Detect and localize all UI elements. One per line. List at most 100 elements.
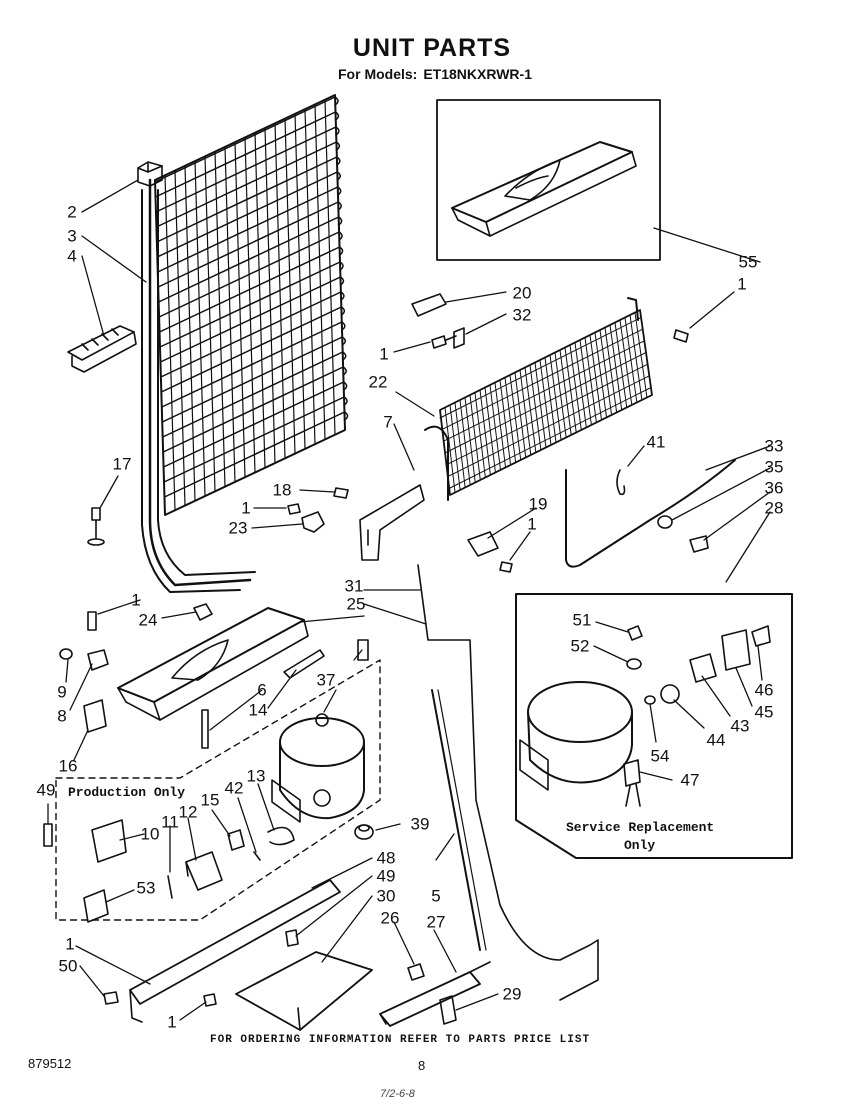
- label-part-9: 9: [57, 682, 67, 702]
- plug-part-9: [59, 648, 73, 660]
- label-part-39: 39: [410, 814, 430, 834]
- label-part-7: 7: [383, 412, 393, 432]
- label-part-20: 20: [512, 283, 532, 303]
- tube-part-6: [201, 709, 209, 749]
- terminal-part-15: [227, 829, 245, 851]
- clip-part-32: [453, 327, 465, 349]
- label-part-2: 2: [67, 202, 77, 222]
- label-part-46: 46: [754, 680, 774, 700]
- label-part-41: 41: [646, 432, 666, 452]
- label-part-53: 53: [136, 878, 156, 898]
- label-part-1-screw-d: 1: [527, 514, 537, 534]
- label-part-22: 22: [368, 372, 388, 392]
- bracket-part-4: [67, 325, 137, 373]
- label-part-47: 47: [680, 770, 700, 790]
- clip-part-41: [616, 469, 626, 496]
- label-part-32: 32: [512, 305, 532, 325]
- screw-part-49: [285, 929, 299, 947]
- relay-cover-part-16: [83, 699, 107, 733]
- model-number: ET18NKXRWR-1: [423, 66, 532, 82]
- overload-part-44: [660, 684, 680, 704]
- condenser-coil: [141, 94, 349, 593]
- label-part-36: 36: [764, 478, 784, 498]
- tube-part-5: [431, 689, 487, 951]
- plug-part-26: [407, 963, 425, 981]
- base-plate-part-30: [235, 951, 373, 1031]
- label-part-49-left: 49: [36, 780, 56, 800]
- screw-part-39-top: [357, 639, 369, 661]
- clip-part-8: [87, 649, 109, 671]
- label-part-3: 3: [67, 226, 77, 246]
- label-part-26: 26: [380, 908, 400, 928]
- label-part-43: 43: [730, 716, 750, 736]
- models-prefix: For Models:: [338, 66, 418, 82]
- label-part-15: 15: [200, 790, 220, 810]
- label-part-45: 45: [754, 702, 774, 722]
- cover-part-13: [267, 826, 295, 846]
- label-part-1-screw-b: 1: [737, 274, 747, 294]
- label-part-42: 42: [224, 778, 244, 798]
- label-part-55: 55: [738, 252, 758, 272]
- nut-part-24: [193, 603, 213, 621]
- clip-part-23: [301, 511, 325, 533]
- label-part-25: 25: [346, 594, 366, 614]
- label-part-1-screw-e: 1: [131, 590, 141, 610]
- label-part-11: 11: [161, 812, 179, 832]
- label-part-17: 17: [112, 454, 132, 474]
- inset-box: [436, 99, 661, 261]
- capacitor-part-47: [623, 759, 641, 807]
- screw-part-17: [87, 507, 105, 546]
- drain-tray-part-55: [451, 141, 637, 237]
- compressor-part-37: [271, 713, 365, 823]
- label-part-27: 27: [426, 912, 446, 932]
- label-part-24: 24: [138, 610, 158, 630]
- grommet-part-39: [354, 824, 374, 840]
- label-part-4: 4: [67, 246, 77, 266]
- valve-part-29: [439, 995, 457, 1025]
- model-subtitle: For Models: ET18NKXRWR-1: [0, 66, 864, 82]
- label-part-16: 16: [58, 756, 78, 776]
- label-part-35: 35: [764, 457, 784, 477]
- screw-part-1-f: [203, 993, 217, 1007]
- nut-part-51: [627, 625, 643, 641]
- clamp-part-36: [689, 535, 709, 553]
- label-part-54: 54: [650, 746, 670, 766]
- label-part-37: 37: [316, 670, 336, 690]
- screw-part-1-a: [431, 335, 457, 349]
- capacitor-part-53: [83, 889, 109, 923]
- capillary-tube-part-31: [417, 564, 599, 1001]
- drier-part-27: [379, 961, 491, 1027]
- screw-part-1-d: [499, 561, 513, 573]
- label-part-10: 10: [140, 824, 160, 844]
- page-title: UNIT PARTS: [352, 34, 512, 62]
- label-part-1-rail: 1: [65, 934, 75, 954]
- label-part-48: 48: [376, 848, 396, 868]
- ordering-footer: FOR ORDERING INFORMATION REFER TO PARTS …: [210, 1034, 591, 1046]
- defrost-heater-part-20: [411, 293, 447, 317]
- label-part-18: 18: [272, 480, 292, 500]
- screw-part-18: [333, 487, 349, 499]
- document-number: 879512: [28, 1056, 72, 1071]
- drain-pan-part-25: [117, 607, 309, 721]
- grommet-part-54: [644, 695, 656, 705]
- label-part-51: 51: [572, 610, 592, 630]
- label-part-31: 31: [344, 576, 364, 596]
- evaporator-coil: [424, 297, 653, 501]
- label-part-14: 14: [248, 700, 268, 720]
- relay-part-10: [91, 819, 127, 863]
- fuse-part-14: [283, 649, 325, 679]
- label-part-5: 5: [431, 886, 441, 906]
- label-part-8: 8: [57, 706, 67, 726]
- service-replacement-label-line1: Service Replacement: [566, 820, 715, 835]
- screw-part-1-b: [673, 329, 689, 343]
- screw-part-1-e: [87, 611, 97, 631]
- label-part-1-screw-c: 1: [241, 498, 251, 518]
- label-part-12: 12: [178, 802, 198, 822]
- label-part-28: 28: [764, 498, 784, 518]
- wire-part-11: [167, 875, 173, 899]
- page-number: 8: [418, 1058, 426, 1073]
- label-part-33: 33: [764, 436, 784, 456]
- label-part-6: 6: [257, 680, 267, 700]
- clamp-part-19: [467, 531, 499, 557]
